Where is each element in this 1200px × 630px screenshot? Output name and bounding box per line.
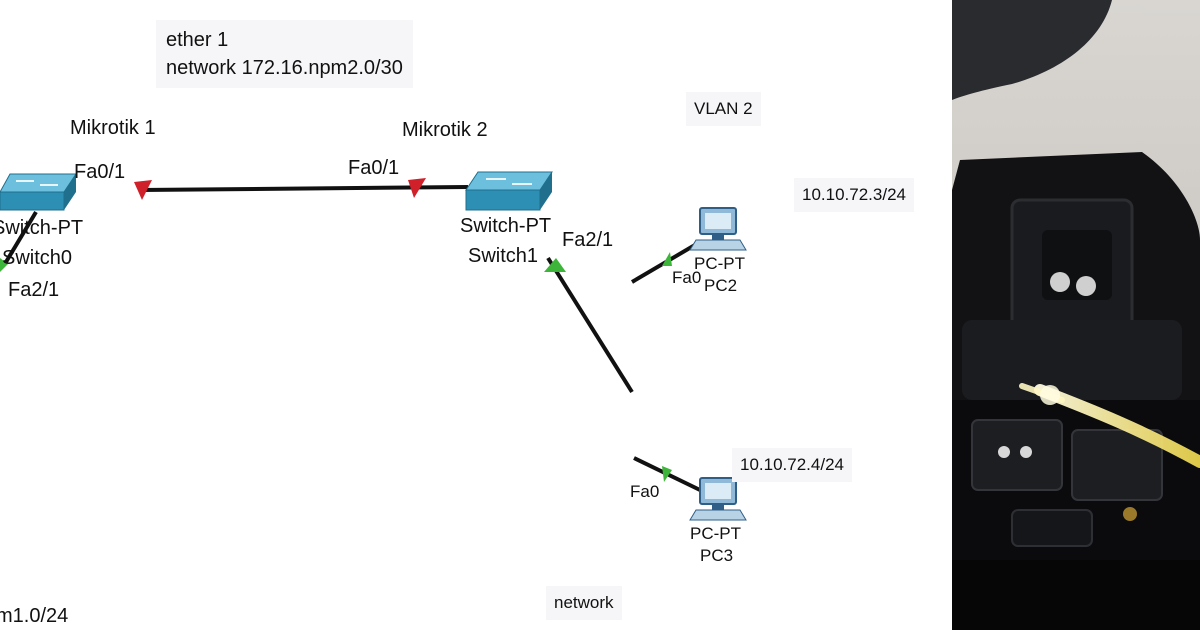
topology-canvas[interactable]: ether 1 network 172.16.npm2.0/30 VLAN 2 …	[0, 0, 952, 630]
sw0-fa21-label: Fa2/1	[8, 279, 60, 301]
sw1-fa01-label: Fa0/1	[348, 157, 400, 179]
pc3-ip-note[interactable]: 10.10.72.4/24	[732, 448, 852, 482]
mikrotik1-label: Mikrotik 1	[70, 117, 156, 139]
sw0-fa01-label: Fa0/1	[74, 161, 126, 183]
switch1-host-label: Switch1	[468, 245, 539, 267]
switch0-host-label: Switch0	[2, 247, 73, 269]
pc3-model-label: PC-PT	[690, 524, 741, 543]
vlan-note[interactable]: VLAN 2	[686, 92, 761, 126]
ether-note-line2: network 172.16.npm2.0/30	[166, 57, 403, 79]
pc2-model-label: PC-PT	[694, 254, 745, 273]
port-up-marker-pc3	[662, 466, 672, 482]
pc3-icon[interactable]	[689, 477, 747, 521]
bottom-network-note[interactable]: network	[546, 586, 622, 620]
mikrotik2-label: Mikrotik 2	[402, 119, 488, 141]
ether-note[interactable]: ether 1 network 172.16.npm2.0/30	[156, 20, 413, 88]
fusion-splicer-image	[952, 0, 1200, 630]
port-up-marker-sw1-fa21	[544, 258, 566, 272]
port-up-marker-pc2	[662, 252, 672, 266]
pc2-icon[interactable]	[689, 207, 747, 251]
pc2-host-label: PC2	[704, 276, 738, 295]
ether-note-line1: ether 1	[166, 29, 229, 51]
link-switch0-down[interactable]	[4, 210, 38, 264]
fusion-splicer-photo	[952, 0, 1200, 630]
link-switch1-down[interactable]	[546, 256, 634, 394]
switch1-model-label: Switch-PT	[460, 215, 552, 237]
pc2-ip-note[interactable]: 10.10.72.3/24	[794, 178, 914, 212]
topology-links	[0, 171, 747, 521]
switch1-icon[interactable]	[465, 171, 553, 211]
pc3-host-label: PC3	[700, 546, 734, 565]
pc3-fa0-label: Fa0	[630, 482, 660, 501]
port-down-marker-sw0-fa01	[134, 180, 152, 200]
sw1-fa21-label: Fa2/1	[562, 229, 614, 251]
switch0-model-label: Switch-PT	[0, 217, 84, 239]
port-up-marker-sw0-fa21	[0, 258, 8, 272]
bottom-left-note[interactable]: m1.0/24	[0, 605, 69, 627]
switch0-icon[interactable]	[0, 173, 77, 211]
port-down-marker-sw1-fa01	[408, 178, 426, 198]
pc2-fa0-label: Fa0	[672, 268, 702, 287]
